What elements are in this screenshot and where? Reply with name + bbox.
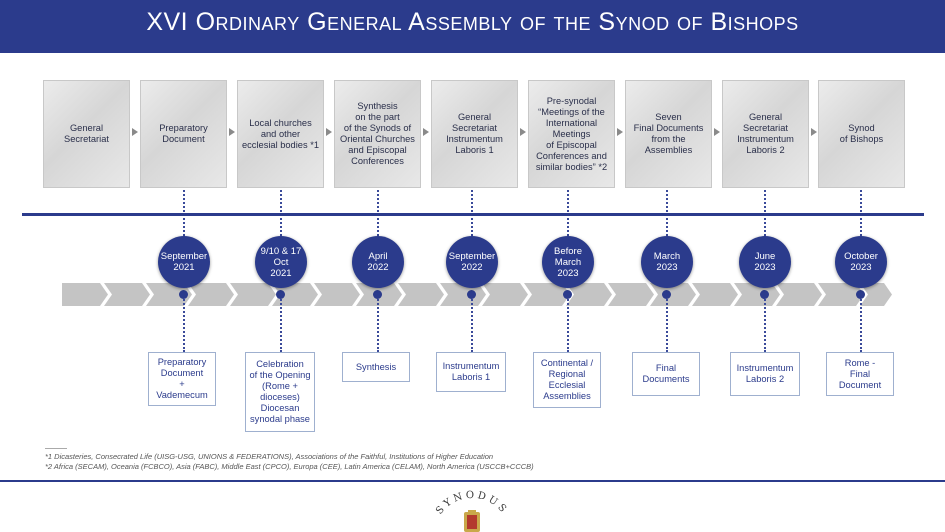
- timeline-node: [760, 290, 769, 299]
- date-circle: March 2023: [641, 236, 693, 288]
- band-chevron: [314, 283, 360, 306]
- stage-label: Preparatory Document: [159, 123, 208, 144]
- arrow-right-icon: [520, 128, 526, 136]
- band-chevron: [734, 283, 780, 306]
- connector-line: [377, 296, 379, 352]
- phase-box: Preparatory Document + Vademecum: [148, 352, 216, 406]
- arrow-right-icon: [714, 128, 720, 136]
- phase-box: Rome - Final Document: [826, 352, 894, 396]
- stage-label: Synthesis on the part of the Synods of O…: [340, 101, 415, 166]
- connector-line: [860, 296, 862, 352]
- date-circle: September 2021: [158, 236, 210, 288]
- band-chevron: [62, 283, 108, 306]
- stage-local-churches: Local churches and other ecclesial bodie…: [237, 80, 324, 188]
- arrow-right-icon: [132, 128, 138, 136]
- band-chevron: [398, 283, 444, 306]
- phase-box: Instrumentum Laboris 2: [730, 352, 800, 396]
- band-chevron: [692, 283, 738, 306]
- date-circle: April 2022: [352, 236, 404, 288]
- band-chevron: [860, 283, 892, 306]
- timeline-node: [276, 290, 285, 299]
- band-chevron: [230, 283, 276, 306]
- date-circle: Before March 2023: [542, 236, 594, 288]
- footer-rule: [0, 480, 945, 482]
- phase-box: Celebration of the Opening (Rome + dioce…: [245, 352, 315, 432]
- stage-label: Seven Final Documents from the Assemblie…: [633, 112, 704, 155]
- connector-line: [471, 296, 473, 352]
- phase-box: Final Documents: [632, 352, 700, 396]
- arrow-right-icon: [229, 128, 235, 136]
- arrow-right-icon: [811, 128, 817, 136]
- stage-label: General Secretariat Instrumentum Laboris…: [737, 112, 794, 155]
- stage-synod-of-bishops: Synod of Bishops: [818, 80, 905, 188]
- synod-seal-logo: SYNODUS: [434, 490, 507, 532]
- timeline-node: [662, 290, 671, 299]
- timeline-node: [856, 290, 865, 299]
- band-chevron: [146, 283, 192, 306]
- phase-box: Continental / Regional Ecclesial Assembl…: [533, 352, 601, 408]
- arrow-right-icon: [423, 128, 429, 136]
- band-chevron: [776, 283, 822, 306]
- date-circle: September 2022: [446, 236, 498, 288]
- stage-pre-synodal-meetings: Pre-synodal “Meetings of the Internation…: [528, 80, 615, 188]
- arrow-right-icon: [326, 128, 332, 136]
- header-bar: XVI Ordinary General Assembly of the Syn…: [0, 0, 945, 53]
- stage-label: General Secretariat Instrumentum Laboris…: [446, 112, 503, 155]
- connector-line: [567, 296, 569, 352]
- coat-of-arms-icon: [464, 510, 480, 532]
- timeline-node: [373, 290, 382, 299]
- stage-preparatory-document: Preparatory Document: [140, 80, 227, 188]
- connector-line: [666, 296, 668, 352]
- stage-label: Pre-synodal “Meetings of the Internation…: [535, 95, 608, 172]
- phase-box: Synthesis: [342, 352, 410, 382]
- band-chevron: [818, 283, 864, 306]
- stage-instrumentum-laboris-2: General Secretariat Instrumentum Laboris…: [722, 80, 809, 188]
- arrow-right-icon: [617, 128, 623, 136]
- footnote-2: *2 Africa (SECAM), Oceania (FCBCO), Asia…: [45, 462, 534, 471]
- connector-line: [183, 296, 185, 352]
- stage-general-secretariat: General Secretariat: [43, 80, 130, 188]
- timeline-node: [179, 290, 188, 299]
- band-chevron: [482, 283, 528, 306]
- stage-label: Synod of Bishops: [839, 123, 884, 144]
- band-chevron: [272, 283, 318, 306]
- band-chevron: [440, 283, 486, 306]
- timeline-node: [467, 290, 476, 299]
- date-circle: June 2023: [739, 236, 791, 288]
- stage-final-documents: Seven Final Documents from the Assemblie…: [625, 80, 712, 188]
- stage-label: General Secretariat: [64, 123, 109, 144]
- footnote-rule: [45, 448, 67, 449]
- band-chevron: [188, 283, 234, 306]
- stage-synthesis-synods: Synthesis on the part of the Synods of O…: [334, 80, 421, 188]
- phase-box: Instrumentum Laboris 1: [436, 352, 506, 392]
- page-title: XVI Ordinary General Assembly of the Syn…: [146, 8, 799, 36]
- date-circle: 9/10 & 17 Oct 2021: [255, 236, 307, 288]
- band-chevron: [608, 283, 654, 306]
- footnote-1: *1 Dicasteries, Consecrated Life (UISG-U…: [45, 452, 494, 461]
- band-chevron: [650, 283, 696, 306]
- connector-line: [280, 296, 282, 352]
- timeline-divider: [22, 213, 924, 216]
- date-circle: October 2023: [835, 236, 887, 288]
- band-chevron: [566, 283, 612, 306]
- band-chevron: [524, 283, 570, 306]
- timeline-node: [563, 290, 572, 299]
- band-chevron: [104, 283, 150, 306]
- stage-label: Local churches and other ecclesial bodie…: [241, 117, 319, 150]
- stage-instrumentum-laboris-1: General Secretariat Instrumentum Laboris…: [431, 80, 518, 188]
- connector-line: [764, 296, 766, 352]
- timeline-band: [62, 283, 892, 306]
